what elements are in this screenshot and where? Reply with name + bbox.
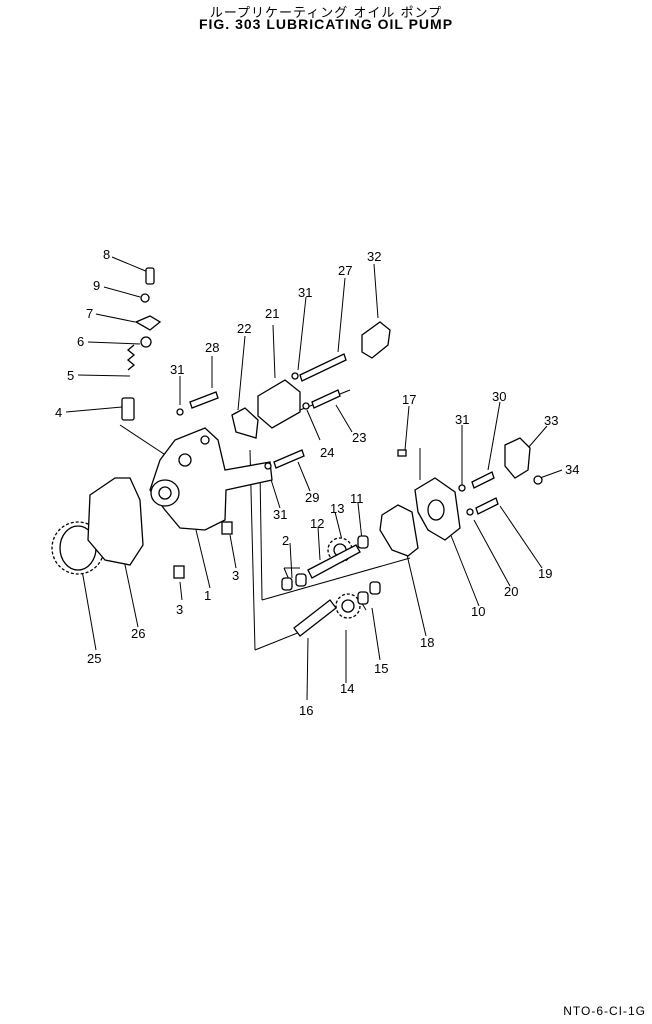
callout-label: 14 bbox=[340, 681, 354, 696]
callout-label: 18 bbox=[420, 635, 434, 650]
callout-label: 31 bbox=[273, 507, 287, 522]
plate-22 bbox=[231, 407, 259, 439]
callout-label: 7 bbox=[86, 306, 93, 321]
callout-label: 34 bbox=[565, 462, 579, 477]
callout-label: 1 bbox=[204, 588, 211, 603]
bushing-11 bbox=[357, 535, 369, 549]
gear-14 bbox=[335, 593, 361, 619]
main-pump-body bbox=[149, 427, 273, 531]
callout-label: 13 bbox=[330, 501, 344, 516]
bolt-23 bbox=[311, 389, 341, 409]
bushing-2a bbox=[281, 577, 293, 591]
bolt-28 bbox=[189, 391, 219, 409]
callout-label: 3 bbox=[232, 568, 239, 583]
bolt-27 bbox=[299, 353, 347, 382]
callout-labels: 8 9 7 6 5 4 22 21 28 31 31 27 32 24 23 2… bbox=[55, 247, 579, 718]
bolt-19 bbox=[475, 497, 499, 515]
washer-31a bbox=[176, 408, 184, 416]
shaft-12 bbox=[307, 544, 361, 579]
cover-21 bbox=[257, 379, 301, 429]
callout-label: 31 bbox=[170, 362, 184, 377]
plug-3b bbox=[173, 565, 185, 579]
callout-label: 26 bbox=[131, 626, 145, 641]
drawing-code: NTO-6-CI-1G bbox=[563, 1004, 646, 1018]
callout-label: 19 bbox=[538, 566, 552, 581]
callout-label: 10 bbox=[471, 604, 485, 619]
pin-17 bbox=[397, 449, 407, 457]
callout-label: 27 bbox=[338, 263, 352, 278]
callout-label: 5 bbox=[67, 368, 74, 383]
callout-label: 25 bbox=[87, 651, 101, 666]
callout-label: 30 bbox=[492, 389, 506, 404]
callout-label: 11 bbox=[350, 491, 364, 506]
callout-label: 2 bbox=[282, 533, 289, 548]
callout-label: 17 bbox=[402, 392, 416, 407]
callout-label: 15 bbox=[374, 661, 388, 676]
callout-label: 33 bbox=[544, 413, 558, 428]
callout-label: 16 bbox=[299, 703, 313, 718]
shaft-16 bbox=[293, 599, 337, 637]
clip-7 bbox=[134, 315, 162, 331]
bushing-15b bbox=[369, 581, 381, 595]
callout-label: 22 bbox=[237, 321, 251, 336]
callout-label: 6 bbox=[77, 334, 84, 349]
callout-label: 9 bbox=[93, 278, 100, 293]
leader-lines bbox=[65, 256, 563, 701]
fitting-33 bbox=[504, 437, 531, 479]
washer-6 bbox=[140, 336, 152, 348]
callout-label: 3 bbox=[176, 602, 183, 617]
callout-label: 21 bbox=[265, 306, 279, 321]
callout-label: 23 bbox=[352, 430, 366, 445]
callout-label: 20 bbox=[504, 584, 518, 599]
callout-label: 12 bbox=[310, 516, 324, 531]
gasket-18 bbox=[379, 504, 419, 557]
washer-24 bbox=[302, 402, 310, 410]
plug-34 bbox=[533, 475, 543, 485]
spring-5 bbox=[126, 344, 136, 371]
callout-label: 32 bbox=[367, 249, 381, 264]
fitting-32 bbox=[361, 321, 391, 359]
bolt-8 bbox=[145, 267, 155, 285]
washer-20 bbox=[466, 508, 474, 516]
gasket-26 bbox=[87, 477, 144, 566]
callout-label: 31 bbox=[298, 285, 312, 300]
washer-31b bbox=[291, 372, 299, 380]
plug-3a bbox=[221, 521, 233, 535]
callout-label: 31 bbox=[455, 412, 469, 427]
callout-label: 28 bbox=[205, 340, 219, 355]
bolt-29 bbox=[273, 449, 305, 469]
callout-label: 8 bbox=[103, 247, 110, 262]
bushing-2b bbox=[295, 573, 307, 587]
figure-title-japanese: ループリケーティング オイル ポンプ bbox=[209, 6, 443, 21]
callout-label: 29 bbox=[305, 490, 319, 505]
bolt-30 bbox=[471, 471, 495, 489]
washer-9 bbox=[140, 293, 150, 303]
figure-title: FIG. 303 LUBRICATING OIL PUMP bbox=[198, 16, 454, 32]
washer-31c bbox=[264, 462, 272, 470]
washer-31d bbox=[458, 484, 466, 492]
valve-4 bbox=[121, 397, 135, 421]
callout-label: 24 bbox=[320, 445, 334, 460]
bushing-15a bbox=[357, 591, 369, 605]
parts bbox=[51, 267, 543, 637]
callout-label: 4 bbox=[55, 405, 62, 420]
